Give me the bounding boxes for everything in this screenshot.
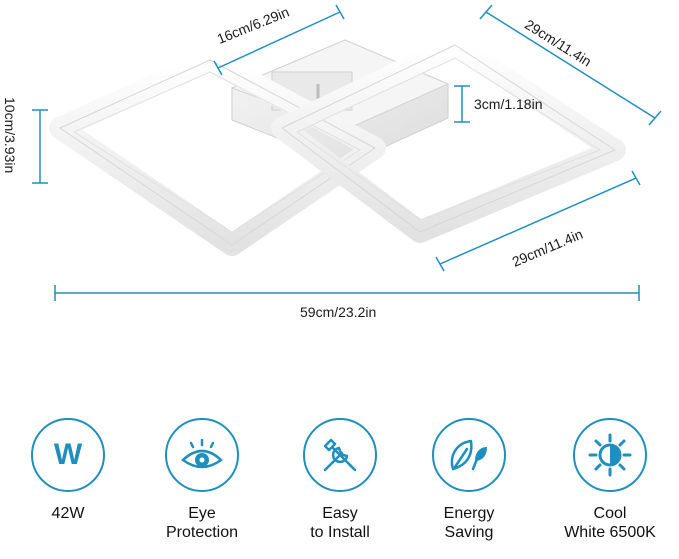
tools-icon	[323, 438, 357, 472]
feature-cool-white-circle	[573, 418, 647, 492]
dim-thickness-label: 3cm/1.18in	[474, 96, 543, 112]
watt-w-icon: W	[53, 438, 83, 471]
leaves-icon	[450, 439, 487, 471]
ceiling-light-illustration	[32, 4, 662, 301]
feature-eye-protection: Eye Protection	[147, 418, 257, 542]
right-square-ring	[271, 34, 626, 243]
dim-total-length-label: 59cm/23.2in	[300, 304, 377, 320]
eye-icon	[181, 438, 223, 469]
feature-wattage-label: 42W	[51, 505, 85, 522]
feature-easy-install: Easy to Install	[285, 418, 395, 542]
feature-cool-white: Cool White 6500K	[555, 418, 665, 542]
left-square-ring	[49, 49, 386, 256]
feature-eye-circle	[165, 418, 239, 492]
feature-energy-label: Energy Saving	[443, 505, 495, 541]
dimension-lines	[32, 4, 662, 301]
sun-icon	[588, 433, 632, 477]
feature-wattage-circle: W	[31, 418, 105, 492]
feature-wattage: W 42W	[13, 418, 123, 523]
feature-energy-circle	[432, 418, 506, 492]
feature-eye-label: Eye Protection	[165, 505, 239, 541]
dim-height-label: 10cm/3.93in	[2, 97, 18, 174]
feature-energy-saving: Energy Saving	[414, 418, 524, 542]
feature-cool-white-label: Cool White 6500K	[564, 505, 656, 541]
feature-install-label: Easy to Install	[310, 505, 370, 541]
feature-install-circle	[303, 418, 377, 492]
